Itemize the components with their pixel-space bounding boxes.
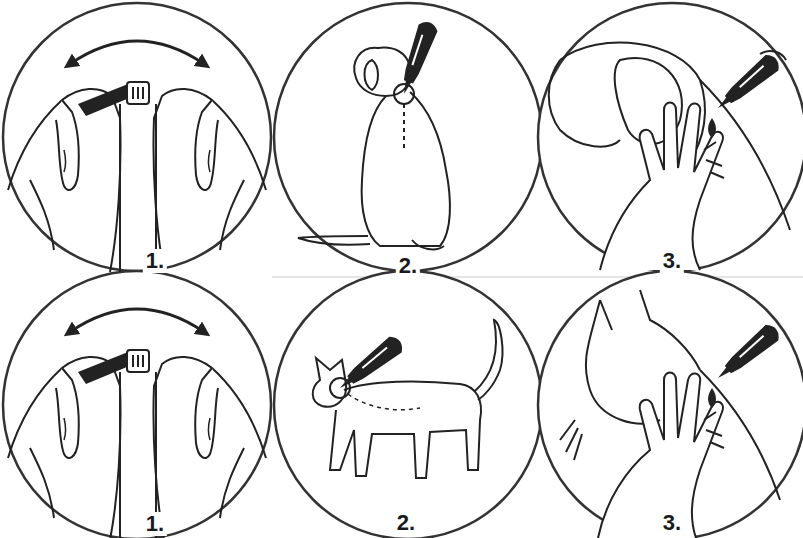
- callout-number: 3.: [660, 249, 684, 273]
- callout-number: 1.: [143, 512, 167, 536]
- callout-number: 2.: [396, 254, 420, 278]
- callout-number: 2.: [394, 511, 418, 535]
- callout-number: 3.: [660, 511, 684, 535]
- callout-number: 1.: [143, 249, 167, 273]
